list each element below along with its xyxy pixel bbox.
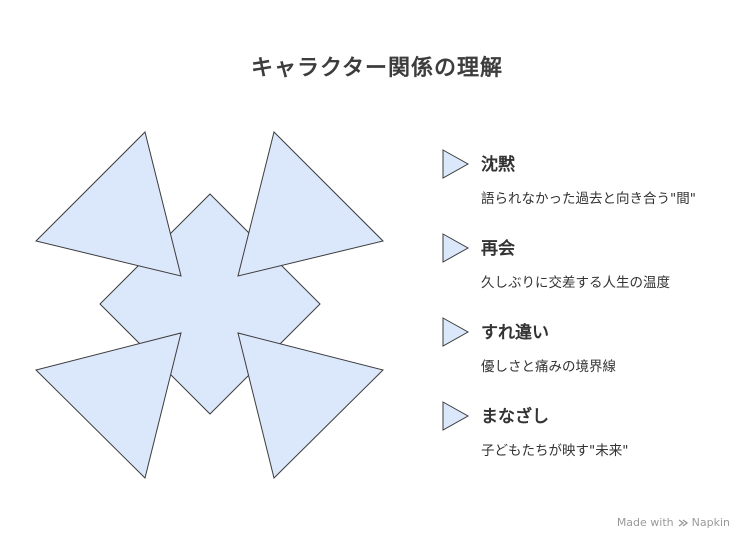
triangle-marker-icon	[442, 233, 470, 263]
item-description: 語られなかった過去と向き合う"間"	[481, 191, 696, 207]
napkin-brand-label: Napkin	[691, 516, 730, 529]
triangle-bottom-right	[237, 332, 384, 479]
made-with-napkin-badge[interactable]: Made with Napkin	[617, 516, 730, 529]
item-description: 子どもたちが映す"未来"	[481, 443, 629, 459]
triangle-marker-icon	[442, 149, 470, 179]
character-relationship-diagram	[35, 131, 384, 479]
diagram-title: キャラクター関係の理解	[250, 56, 504, 81]
item-title: 再会	[481, 239, 515, 259]
made-with-label: Made with	[616, 516, 674, 529]
item-title: 沈黙	[481, 155, 515, 175]
triangle-bottom-left	[35, 332, 182, 479]
napkin-logo-icon	[678, 518, 688, 527]
item-description: 優しさと痛みの境界線	[481, 359, 616, 375]
triangle-marker-icon	[442, 317, 470, 347]
item-title: まなざし	[481, 407, 549, 427]
triangle-top-right	[237, 131, 384, 277]
item-title: すれ違い	[481, 323, 549, 343]
triangle-marker-icon	[442, 401, 470, 431]
item-description: 久しぶりに交差する人生の温度	[481, 275, 670, 291]
triangle-top-left	[35, 131, 182, 277]
